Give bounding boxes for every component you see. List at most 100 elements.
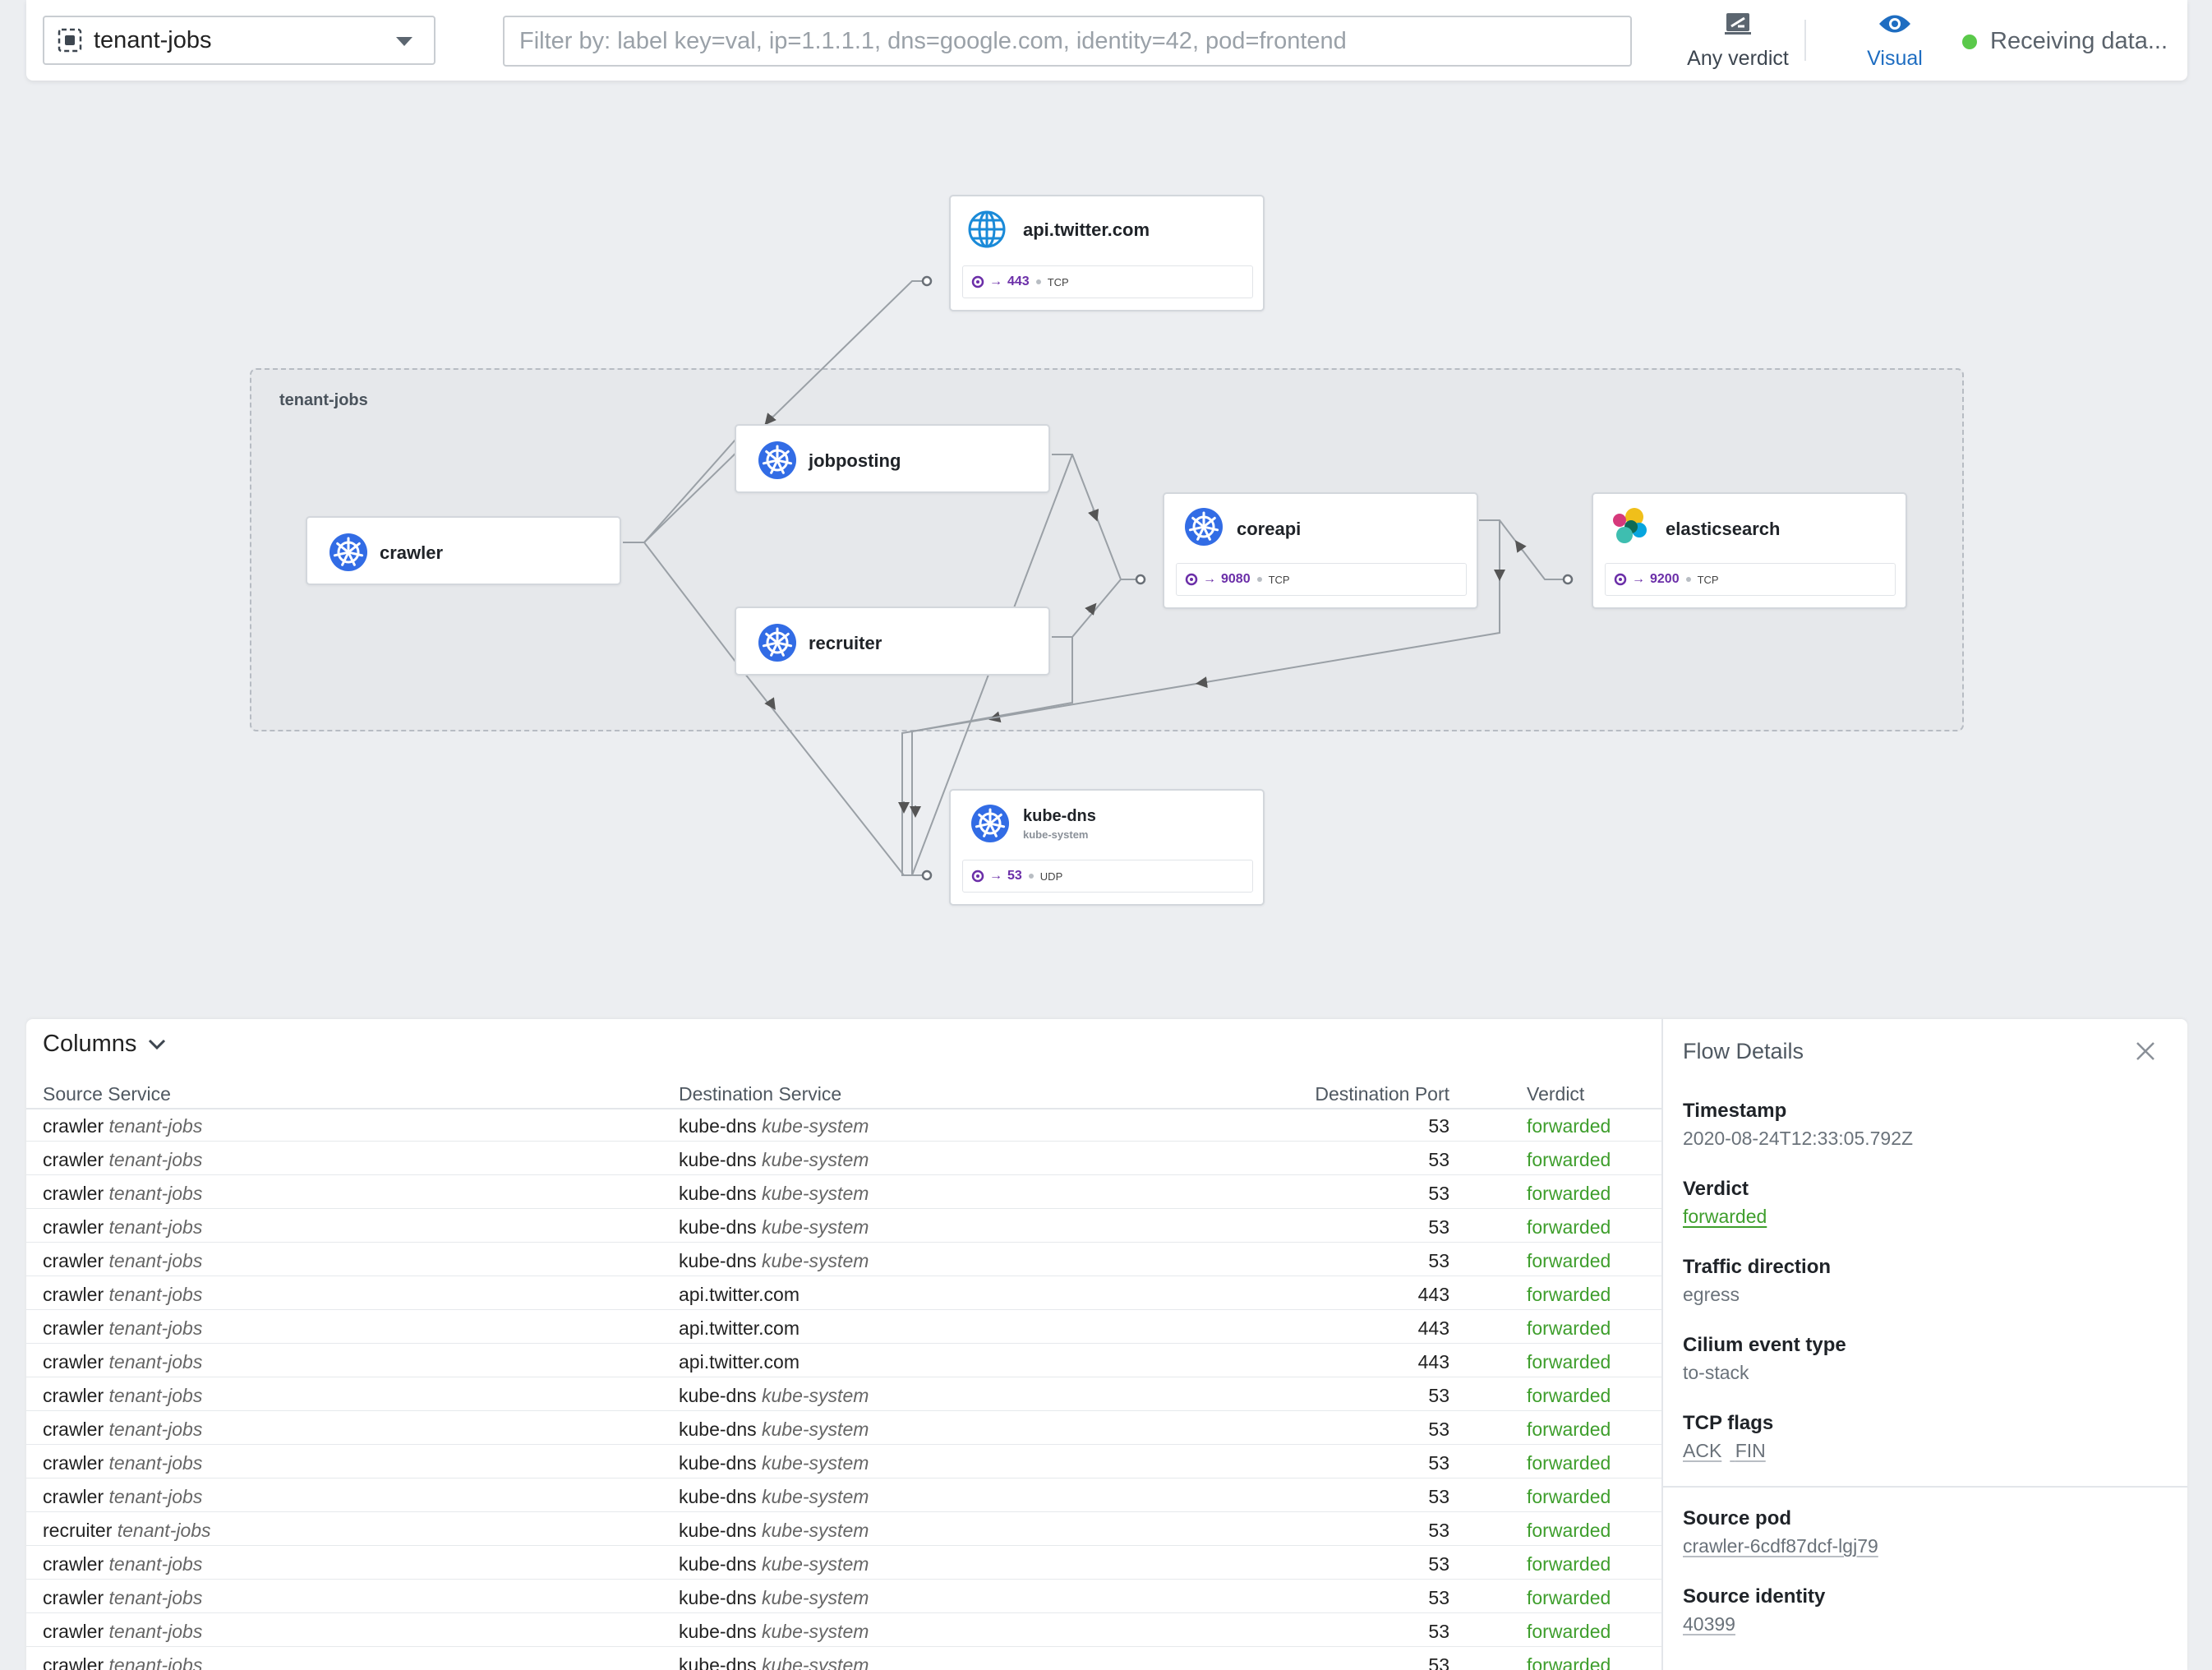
detail-value: 2020-08-24T12:33:05.792Z bbox=[1683, 1128, 1914, 1149]
verdict-filter-label: Any verdict bbox=[1687, 47, 1789, 70]
destination-service: kube-dns bbox=[679, 1553, 757, 1575]
header-verdict[interactable]: Verdict bbox=[1527, 1083, 1585, 1105]
separator-dot bbox=[1035, 279, 1041, 284]
namespace-select[interactable]: tenant-jobs bbox=[43, 16, 435, 65]
service-map[interactable]: tenant-jobs bbox=[0, 90, 2212, 1011]
destination-service: kube-dns bbox=[679, 1452, 757, 1474]
detail-source-pod-link[interactable]: crawler-6cdf87dcf-lgj79 bbox=[1683, 1535, 1878, 1557]
port-icon bbox=[1614, 573, 1627, 586]
cell-port: 53 bbox=[1428, 1587, 1449, 1608]
kubernetes-icon bbox=[1185, 508, 1223, 546]
destination-namespace: kube-system bbox=[762, 1183, 869, 1204]
chevron-down-icon bbox=[149, 1039, 166, 1050]
node-namespace: kube-system bbox=[1023, 828, 1089, 841]
cell-port: 53 bbox=[1428, 1520, 1449, 1541]
cell-destination: api.twitter.com bbox=[679, 1317, 800, 1340]
header-destination-port[interactable]: Destination Port bbox=[1315, 1083, 1449, 1105]
node-title: recruiter bbox=[809, 633, 882, 653]
tcp-flag[interactable]: FIN bbox=[1735, 1440, 1766, 1461]
columns-dropdown[interactable]: Columns bbox=[43, 1031, 166, 1058]
node-kube-dns[interactable]: kube-dns kube-system → 53 UDP bbox=[949, 789, 1265, 906]
endpoint-elasticsearch bbox=[1562, 574, 1574, 585]
node-crawler[interactable]: crawler bbox=[306, 516, 621, 585]
detail-source-identity-link[interactable]: 40399 bbox=[1683, 1613, 1735, 1635]
node-jobposting[interactable]: jobposting bbox=[735, 424, 1050, 493]
destination-service: kube-dns bbox=[679, 1587, 757, 1608]
cell-destination: kube-dns kube-system bbox=[679, 1587, 869, 1609]
cell-source: crawler tenant-jobs bbox=[43, 1284, 202, 1306]
source-service: crawler bbox=[43, 1486, 104, 1507]
detail-label: Timestamp bbox=[1683, 1100, 1787, 1122]
cell-source: crawler tenant-jobs bbox=[43, 1385, 202, 1407]
node-elasticsearch[interactable]: elasticsearch → 9200 TCP bbox=[1592, 492, 1907, 609]
destination-service: kube-dns bbox=[679, 1149, 757, 1170]
source-namespace: tenant-jobs bbox=[108, 1553, 203, 1575]
link-recruiter-coreapi bbox=[1052, 579, 1122, 638]
filter-input[interactable] bbox=[503, 16, 1632, 67]
tcp-flag[interactable]: ACK bbox=[1683, 1440, 1722, 1461]
cell-verdict: forwarded bbox=[1527, 1520, 1611, 1541]
table-row[interactable]: crawler tenant-jobs kube-dns kube-system 5… bbox=[26, 1377, 1661, 1411]
detail-verdict-link[interactable]: forwarded bbox=[1683, 1206, 1767, 1227]
destination-service: kube-dns bbox=[679, 1486, 757, 1507]
port-number: 9200 bbox=[1650, 572, 1680, 586]
close-icon[interactable] bbox=[2135, 1040, 2156, 1062]
detail-value: egress bbox=[1683, 1284, 1740, 1305]
arrow-right-icon: → bbox=[989, 274, 1002, 288]
flows-panel: Columns Source Service Destination Servi… bbox=[26, 1019, 2187, 1670]
cell-destination: kube-dns kube-system bbox=[679, 1250, 869, 1272]
visual-toggle-label: Visual bbox=[1867, 47, 1923, 70]
link-crawler-jobposting bbox=[623, 439, 736, 543]
verdict-filter-button[interactable]: Any verdict bbox=[1660, 12, 1816, 71]
cell-destination: kube-dns kube-system bbox=[679, 1385, 869, 1407]
connection-links bbox=[623, 275, 1574, 881]
node-port: → 9080 TCP bbox=[1176, 563, 1467, 596]
cell-source: crawler tenant-jobs bbox=[43, 1486, 202, 1508]
detail-label: Traffic direction bbox=[1683, 1256, 1832, 1278]
destination-namespace: kube-system bbox=[762, 1149, 869, 1170]
cell-port: 53 bbox=[1428, 1385, 1449, 1406]
node-recruiter[interactable]: recruiter bbox=[735, 607, 1050, 676]
node-coreapi[interactable]: coreapi → 9080 TCP bbox=[1163, 492, 1478, 609]
node-port: → 9200 TCP bbox=[1605, 563, 1896, 596]
cell-port: 53 bbox=[1428, 1654, 1449, 1670]
destination-namespace: kube-system bbox=[762, 1553, 869, 1575]
separator-dot bbox=[1028, 874, 1034, 879]
header-destination-service[interactable]: Destination Service bbox=[679, 1083, 842, 1105]
detail-label: Source pod bbox=[1683, 1507, 1792, 1529]
port-protocol: TCP bbox=[1697, 573, 1719, 586]
destination-namespace: kube-system bbox=[762, 1486, 869, 1507]
cell-verdict: forwarded bbox=[1527, 1654, 1611, 1670]
node-title: jobposting bbox=[809, 450, 901, 471]
node-title: api.twitter.com bbox=[1023, 219, 1150, 240]
visual-toggle-button[interactable]: Visual bbox=[1834, 12, 1956, 71]
node-api-twitter[interactable]: api.twitter.com → 443 TCP bbox=[949, 195, 1265, 311]
destination-service: kube-dns bbox=[679, 1250, 757, 1271]
port-protocol: UDP bbox=[1039, 870, 1063, 883]
header-source-service[interactable]: Source Service bbox=[43, 1083, 171, 1105]
namespace-select-value: tenant-jobs bbox=[94, 26, 212, 53]
cell-verdict: forwarded bbox=[1527, 1385, 1611, 1406]
kubernetes-icon bbox=[758, 441, 796, 479]
source-namespace: tenant-jobs bbox=[108, 1284, 203, 1305]
port-number: 9080 bbox=[1221, 572, 1251, 586]
port-number: 443 bbox=[1007, 274, 1030, 288]
destination-namespace: kube-system bbox=[762, 1621, 869, 1642]
source-namespace: tenant-jobs bbox=[108, 1419, 203, 1440]
